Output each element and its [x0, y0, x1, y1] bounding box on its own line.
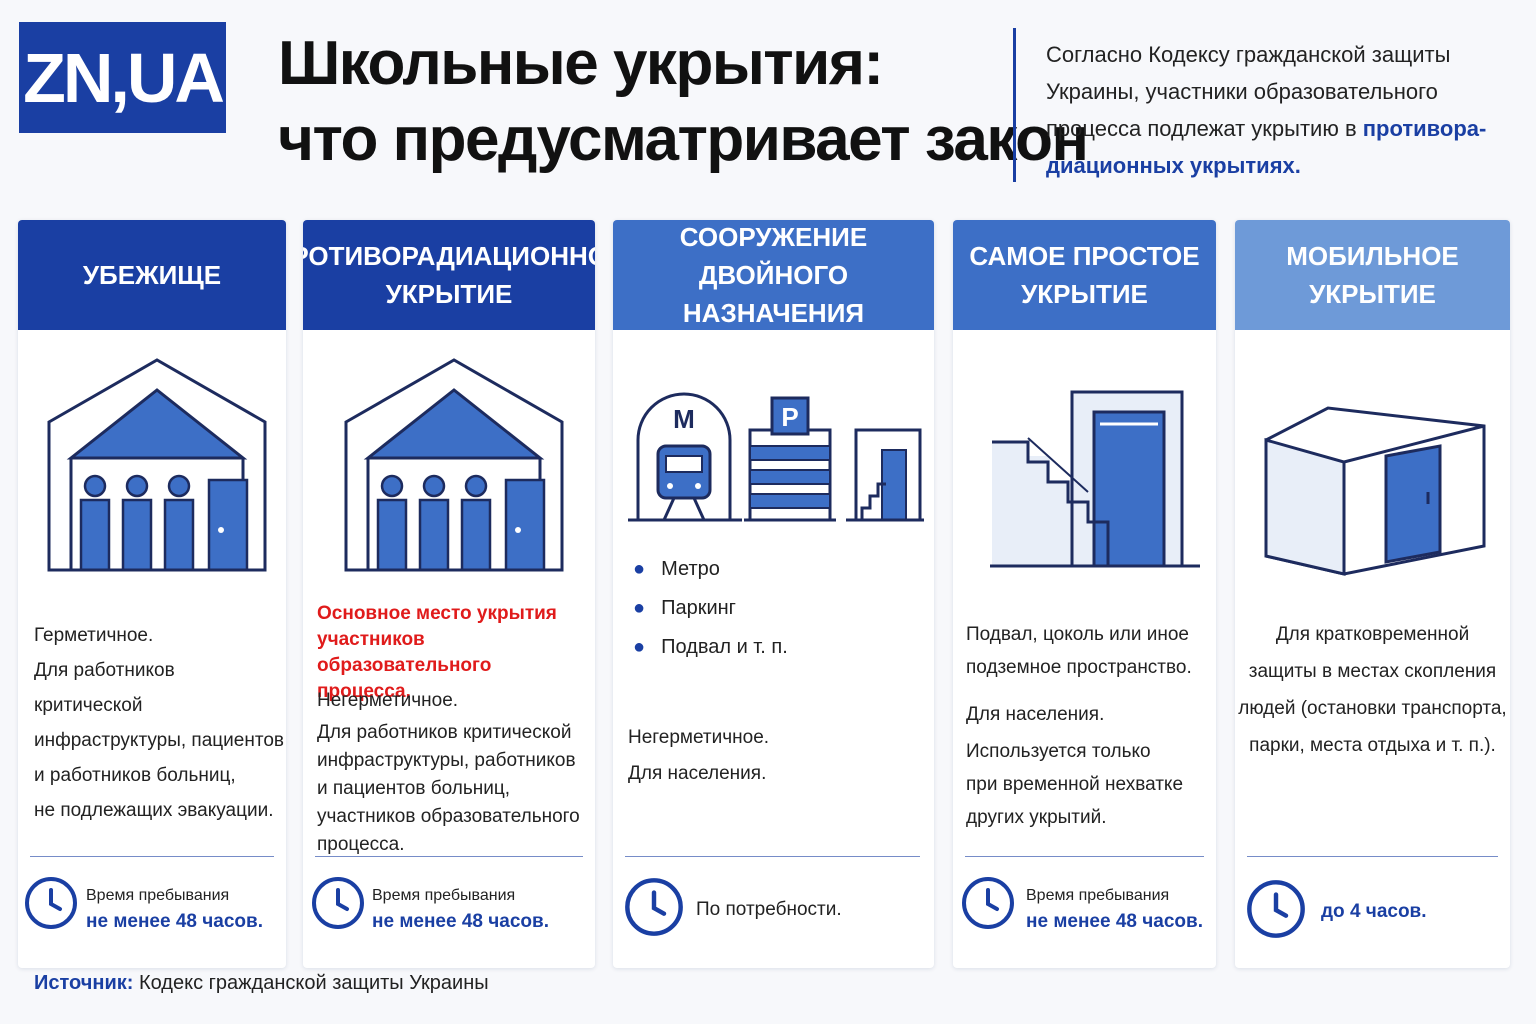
divider — [315, 856, 583, 857]
intro-highlight: противора-диационных укрытиях. — [1046, 116, 1487, 178]
desc-line: не подлежащих эвакуации. — [34, 800, 274, 821]
column-mobile-shelter: МОБИЛЬНОЕ УКРЫТИЕ Для кратковременной за… — [1235, 220, 1510, 968]
stay-time: По потребности. — [696, 897, 842, 923]
divider — [1247, 856, 1498, 857]
title-line-2: что предусматривает закон — [278, 105, 1089, 174]
highlight-line: Основное место укрытия — [317, 603, 557, 624]
intro-text: Согласно Кодексу гражданской защиты Укра… — [1046, 36, 1516, 184]
column-description: Для кратковременной защиты в местах скоп… — [1235, 616, 1510, 764]
column-protivoradiacionnoe: ПРОТИВОРАДИАЦИОННОЕ УКРЫТИЕ Основное мес… — [303, 220, 595, 968]
desc-line: других укрытий. — [966, 807, 1107, 828]
page-title: Школьные укрытия: что предусматривает за… — [278, 26, 1089, 178]
stay-time-label: Время пребывания — [1026, 887, 1170, 904]
divider — [625, 856, 920, 857]
desc-line: Для населения. — [966, 704, 1105, 725]
desc-line: и пациентов больниц, — [317, 778, 511, 799]
column-highlight: Основное место укрытия участников образо… — [317, 601, 592, 705]
source-text: Кодекс гражданской защиты Украины — [133, 972, 489, 994]
desc-line: Герметичное. — [34, 625, 154, 646]
bullet-item: ●Паркинг — [633, 597, 736, 619]
desc-line: Для кратковременной — [1275, 624, 1470, 645]
dual-purpose-facilities-icon: М P — [613, 380, 934, 620]
parking-icon: P — [743, 396, 836, 522]
bullet-list: ●Метро ●Паркинг ●Подвал и т. п. — [633, 550, 923, 667]
parking-letter: P — [781, 402, 798, 432]
desc-line: и работников больниц, — [34, 765, 236, 786]
desc-line: парки, места отдыха и т. п.). — [1249, 735, 1496, 756]
desc-line: инфраструктуры, пациентов — [34, 730, 284, 751]
column-ubezhishche: УБЕЖИЩЕ Герметичное. Для работников крит… — [18, 220, 286, 968]
desc-line: людей (остановки транспорта, — [1238, 698, 1507, 719]
desc-line: Используется только — [966, 741, 1151, 762]
basement-stairs-icon — [953, 382, 1216, 622]
clock-icon — [625, 878, 683, 936]
logo: ZN,UA — [19, 22, 226, 133]
stay-time-label: Время пребывания — [372, 887, 516, 904]
stay-time: Время пребывания не менее 48 часов. — [372, 883, 549, 936]
metro-icon: М — [627, 392, 742, 522]
bullet-text: Подвал и т. п. — [661, 636, 788, 658]
column-header: УБЕЖИЩЕ — [18, 220, 286, 330]
stay-time-value: не менее 48 часов. — [372, 911, 549, 932]
stay-time-label: Время пребывания — [86, 887, 230, 904]
anti-radiation-building-icon — [303, 350, 595, 590]
title-line-1: Школьные укрытия: — [278, 29, 884, 98]
desc-line: Негерметичное. — [628, 727, 770, 748]
bullet-item: ●Подвал и т. п. — [633, 636, 788, 658]
column-description: Подвал, цоколь или иное подземное простр… — [966, 618, 1216, 834]
column-description: Негерметичное. Для населения. — [628, 720, 918, 792]
desc-line: при временной нехватке — [966, 774, 1184, 795]
stay-time-value: до 4 часов. — [1321, 901, 1427, 922]
desc-line: Для населения. — [628, 763, 767, 784]
stay-time: Время пребывания не менее 48 часов. — [1026, 883, 1203, 936]
stay-time-value: не менее 48 часов. — [86, 911, 263, 932]
divider — [30, 856, 274, 857]
intro-lead: Согласно Кодексу гражданской защиты Укра… — [1046, 42, 1451, 141]
column-header: САМОЕ ПРОСТОЕ УКРЫТИЕ — [953, 220, 1216, 330]
desc-line: процесса. — [317, 834, 405, 855]
column-header: СООРУЖЕНИЕ ДВОЙНОГО НАЗНАЧЕНИЯ — [613, 220, 934, 330]
stay-time-value: не менее 48 часов. — [1026, 911, 1203, 932]
clock-icon — [962, 877, 1014, 929]
shelter-building-icon — [18, 350, 286, 590]
desc-line: инфраструктуры, работников — [317, 750, 576, 771]
clock-icon — [312, 877, 364, 929]
bullet-text: Паркинг — [661, 597, 736, 619]
stay-time: до 4 часов. — [1321, 899, 1427, 926]
column-simple-shelter: САМОЕ ПРОСТОЕ УКРЫТИЕ Подвал, цоколь или… — [953, 220, 1216, 968]
desc-line: участников образовательного — [317, 806, 580, 827]
desc-line: Негерметичное. — [317, 690, 459, 711]
desc-line: Для работников критической — [34, 660, 175, 716]
column-header: МОБИЛЬНОЕ УКРЫТИЕ — [1235, 220, 1510, 330]
divider — [965, 856, 1204, 857]
header-divider — [1013, 28, 1016, 182]
stay-time: Время пребывания не менее 48 часов. — [86, 883, 263, 936]
desc-line: подземное пространство. — [966, 657, 1192, 678]
mobile-container-icon — [1235, 396, 1510, 636]
column-description: Герметичное. Для работников критической … — [34, 618, 284, 828]
bullet-item: ●Метро — [633, 558, 720, 580]
column-description: Негерметичное. Для работников критическо… — [317, 687, 592, 859]
highlight-line: участников образовательного — [317, 629, 492, 676]
highlight-line: процесса. — [317, 681, 411, 702]
bullet-text: Метро — [661, 558, 720, 580]
desc-line: защиты в местах скопления — [1248, 661, 1497, 682]
source-label: Источник: — [34, 972, 134, 994]
metro-letter: М — [673, 404, 695, 434]
clock-icon — [25, 877, 77, 929]
column-dual-purpose: СООРУЖЕНИЕ ДВОЙНОГО НАЗНАЧЕНИЯ М P — [613, 220, 934, 968]
column-header: ПРОТИВОРАДИАЦИОННОЕ УКРЫТИЕ — [303, 220, 595, 330]
basement-icon — [845, 428, 924, 522]
desc-line: Подвал, цоколь или иное — [966, 624, 1189, 645]
source-note: Источник: Кодекс гражданской защиты Укра… — [34, 972, 489, 995]
stay-time-value: По потребности. — [696, 899, 842, 920]
clock-icon — [1247, 880, 1305, 938]
desc-line: Для работников критической — [317, 722, 572, 743]
